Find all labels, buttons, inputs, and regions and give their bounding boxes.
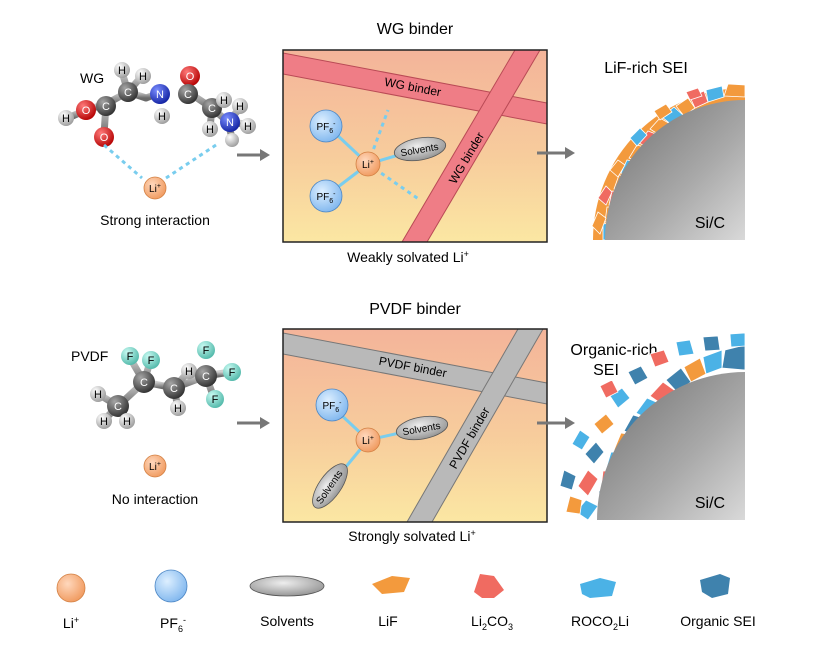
svg-text:H: H — [62, 113, 70, 125]
svg-text:F: F — [148, 355, 155, 367]
wg-molecule-label: WG — [80, 70, 104, 86]
sic-core-top — [605, 100, 745, 240]
svg-text:C: C — [114, 401, 122, 413]
legend-li2co3: Li2CO3 — [471, 574, 513, 632]
sic-label-top: Si/C — [695, 215, 725, 232]
pvdf-molecule: F F C H C H H C H H C F F F PVDF Li+ No … — [71, 341, 241, 507]
pf6-ion-top-2-label: PF6- — [316, 191, 336, 205]
svg-text:Li+: Li+ — [63, 615, 79, 631]
pvdf-binder-title: PVDF binder — [369, 301, 461, 318]
wg-binder-strip-diagonal — [401, 50, 541, 242]
wg-interaction-text: Strong interaction — [100, 212, 210, 228]
legend-roco2li: ROCO2Li — [571, 578, 629, 632]
legend-organic-sei: Organic SEI — [680, 574, 756, 629]
svg-text:ROCO2Li: ROCO2Li — [571, 613, 629, 632]
wg-interaction-dash-left — [103, 143, 143, 180]
svg-text:H: H — [158, 111, 166, 123]
solvent-bottom-1 — [395, 415, 449, 441]
svg-text:C: C — [102, 101, 110, 113]
svg-text:F: F — [229, 367, 236, 379]
legend: Li+ PF6- Solvents LiF Li2CO3 ROCO2Li Org… — [56, 569, 756, 634]
svg-text:H: H — [123, 416, 131, 428]
lif-rich-sei-particle: Si/C — [591, 83, 746, 241]
svg-text:O: O — [186, 71, 195, 83]
li-ion-box-top — [355, 151, 381, 177]
svg-text:H: H — [206, 124, 214, 136]
wg-binder-title: WG binder — [377, 21, 454, 38]
wg-box-caption: Weakly solvated Li+ — [347, 249, 469, 265]
legend-li: Li+ — [56, 573, 86, 631]
svg-text:F: F — [127, 351, 134, 363]
svg-text:H: H — [139, 71, 147, 83]
svg-text:Li2CO3: Li2CO3 — [471, 613, 513, 632]
svg-text:O: O — [82, 105, 91, 117]
pvdf-box-caption: Strongly solvated Li+ — [348, 528, 475, 544]
svg-text:H: H — [94, 389, 102, 401]
pvdf-binder-strip-horizontal — [283, 332, 547, 405]
pvdf-molecule-label: PVDF — [71, 348, 108, 364]
legend-lif: LiF — [372, 576, 410, 629]
svg-text:H: H — [100, 416, 108, 428]
organic-rich-sei-particle: Si/C — [559, 332, 746, 521]
svg-text:H: H — [118, 65, 126, 77]
svg-text:H: H — [185, 366, 193, 378]
legend-pf6: PF6- — [154, 569, 188, 634]
svg-text:PF6-: PF6- — [160, 615, 186, 634]
svg-text:N: N — [156, 89, 164, 101]
sic-core-bottom — [597, 372, 745, 520]
li-ion-top — [143, 176, 167, 200]
svg-text:LiF: LiF — [378, 613, 397, 629]
pvdf-electrolyte-box: PVDF binder PVDF binder PF6- Li+ Solvent… — [282, 328, 548, 523]
svg-text:C: C — [202, 371, 210, 383]
svg-text:H: H — [244, 121, 252, 133]
organic-rich-sei-title-line2: SEI — [593, 362, 619, 379]
li-ion-top-label: Li+ — [149, 183, 161, 195]
arrow-bottom-left — [237, 417, 270, 429]
pf6-ion-bottom-label: PF6- — [322, 400, 342, 414]
li-ion-box-bottom-label: Li+ — [362, 435, 374, 447]
svg-text:C: C — [184, 89, 192, 101]
svg-text:C: C — [170, 383, 178, 395]
svg-text:Solvents: Solvents — [260, 613, 314, 629]
svg-text:N: N — [226, 117, 234, 129]
solvent-bottom-2 — [312, 463, 348, 509]
solvent-top — [393, 136, 447, 162]
arrow-top-left — [237, 149, 270, 161]
svg-text:F: F — [203, 345, 210, 357]
wg-binder-strip-horizontal — [283, 52, 547, 125]
svg-text:O: O — [100, 132, 109, 144]
pf6-ion-bottom — [315, 388, 349, 422]
li-ion-bottom — [143, 454, 167, 478]
lif-rich-sei-title: LiF-rich SEI — [604, 60, 688, 77]
pvdf-binder-strip-diagonal — [406, 329, 544, 522]
svg-text:F: F — [212, 394, 219, 406]
li-ion-box-top-label: Li+ — [362, 159, 374, 171]
wg-electrolyte-box: WG binder WG binder PF6- PF6- Li+ Solven… — [282, 49, 548, 243]
svg-text:C: C — [140, 377, 148, 389]
organic-rich-sei-title-line1: Organic-rich — [570, 342, 657, 359]
wg-interaction-dash-right — [165, 143, 217, 180]
svg-text:C: C — [124, 87, 132, 99]
pf6-ion-top-2 — [309, 179, 343, 213]
arrow-top-right — [537, 147, 575, 159]
pf6-ion-top-1-label: PF6- — [316, 121, 336, 135]
svg-text:C: C — [208, 103, 216, 115]
arrow-bottom-right — [537, 417, 575, 429]
svg-text:H: H — [174, 403, 182, 415]
svg-text:H: H — [236, 101, 244, 113]
svg-text:Organic SEI: Organic SEI — [680, 613, 755, 629]
wg-molecule: H H C O H C O N H O C C H H N H H WG Li+… — [58, 62, 256, 228]
legend-solvents: Solvents — [249, 575, 325, 629]
li-ion-bottom-label: Li+ — [149, 461, 161, 473]
pf6-ion-top-1 — [309, 109, 343, 143]
pvdf-interaction-text: No interaction — [112, 491, 198, 507]
svg-text:H: H — [220, 95, 228, 107]
sic-label-bottom: Si/C — [695, 495, 725, 512]
li-ion-box-bottom — [355, 427, 381, 453]
wg-atoms: H H C O H C O N H O C C H H N H H — [58, 62, 256, 147]
